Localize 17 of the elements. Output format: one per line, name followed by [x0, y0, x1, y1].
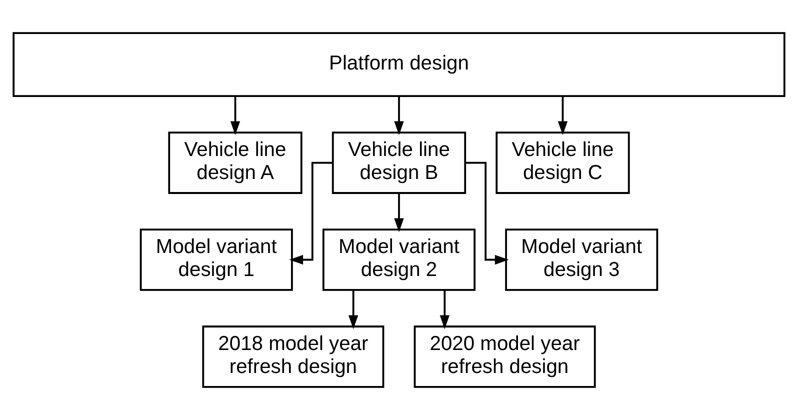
node-box: Vehicle line design C: [496, 131, 630, 194]
node-box: Platform design: [12, 32, 786, 96]
arrow: [230, 96, 240, 135]
node-box: 2020 model year refresh design: [414, 325, 596, 388]
arrow: [466, 161, 509, 264]
node-box: Vehicle line design B: [332, 131, 466, 194]
node-box: Model variant design 1: [140, 228, 293, 290]
arrow: [394, 192, 404, 232]
node-box: Model variant design 3: [505, 228, 658, 290]
arrow: [558, 96, 568, 135]
node-box: 2018 model year refresh design: [202, 325, 384, 388]
node-box: Vehicle line design A: [168, 131, 302, 194]
arrow: [394, 96, 404, 135]
node-box: Model variant design 2: [322, 228, 476, 290]
arrow: [440, 290, 450, 329]
arrow: [289, 161, 332, 264]
arrow: [348, 290, 358, 329]
